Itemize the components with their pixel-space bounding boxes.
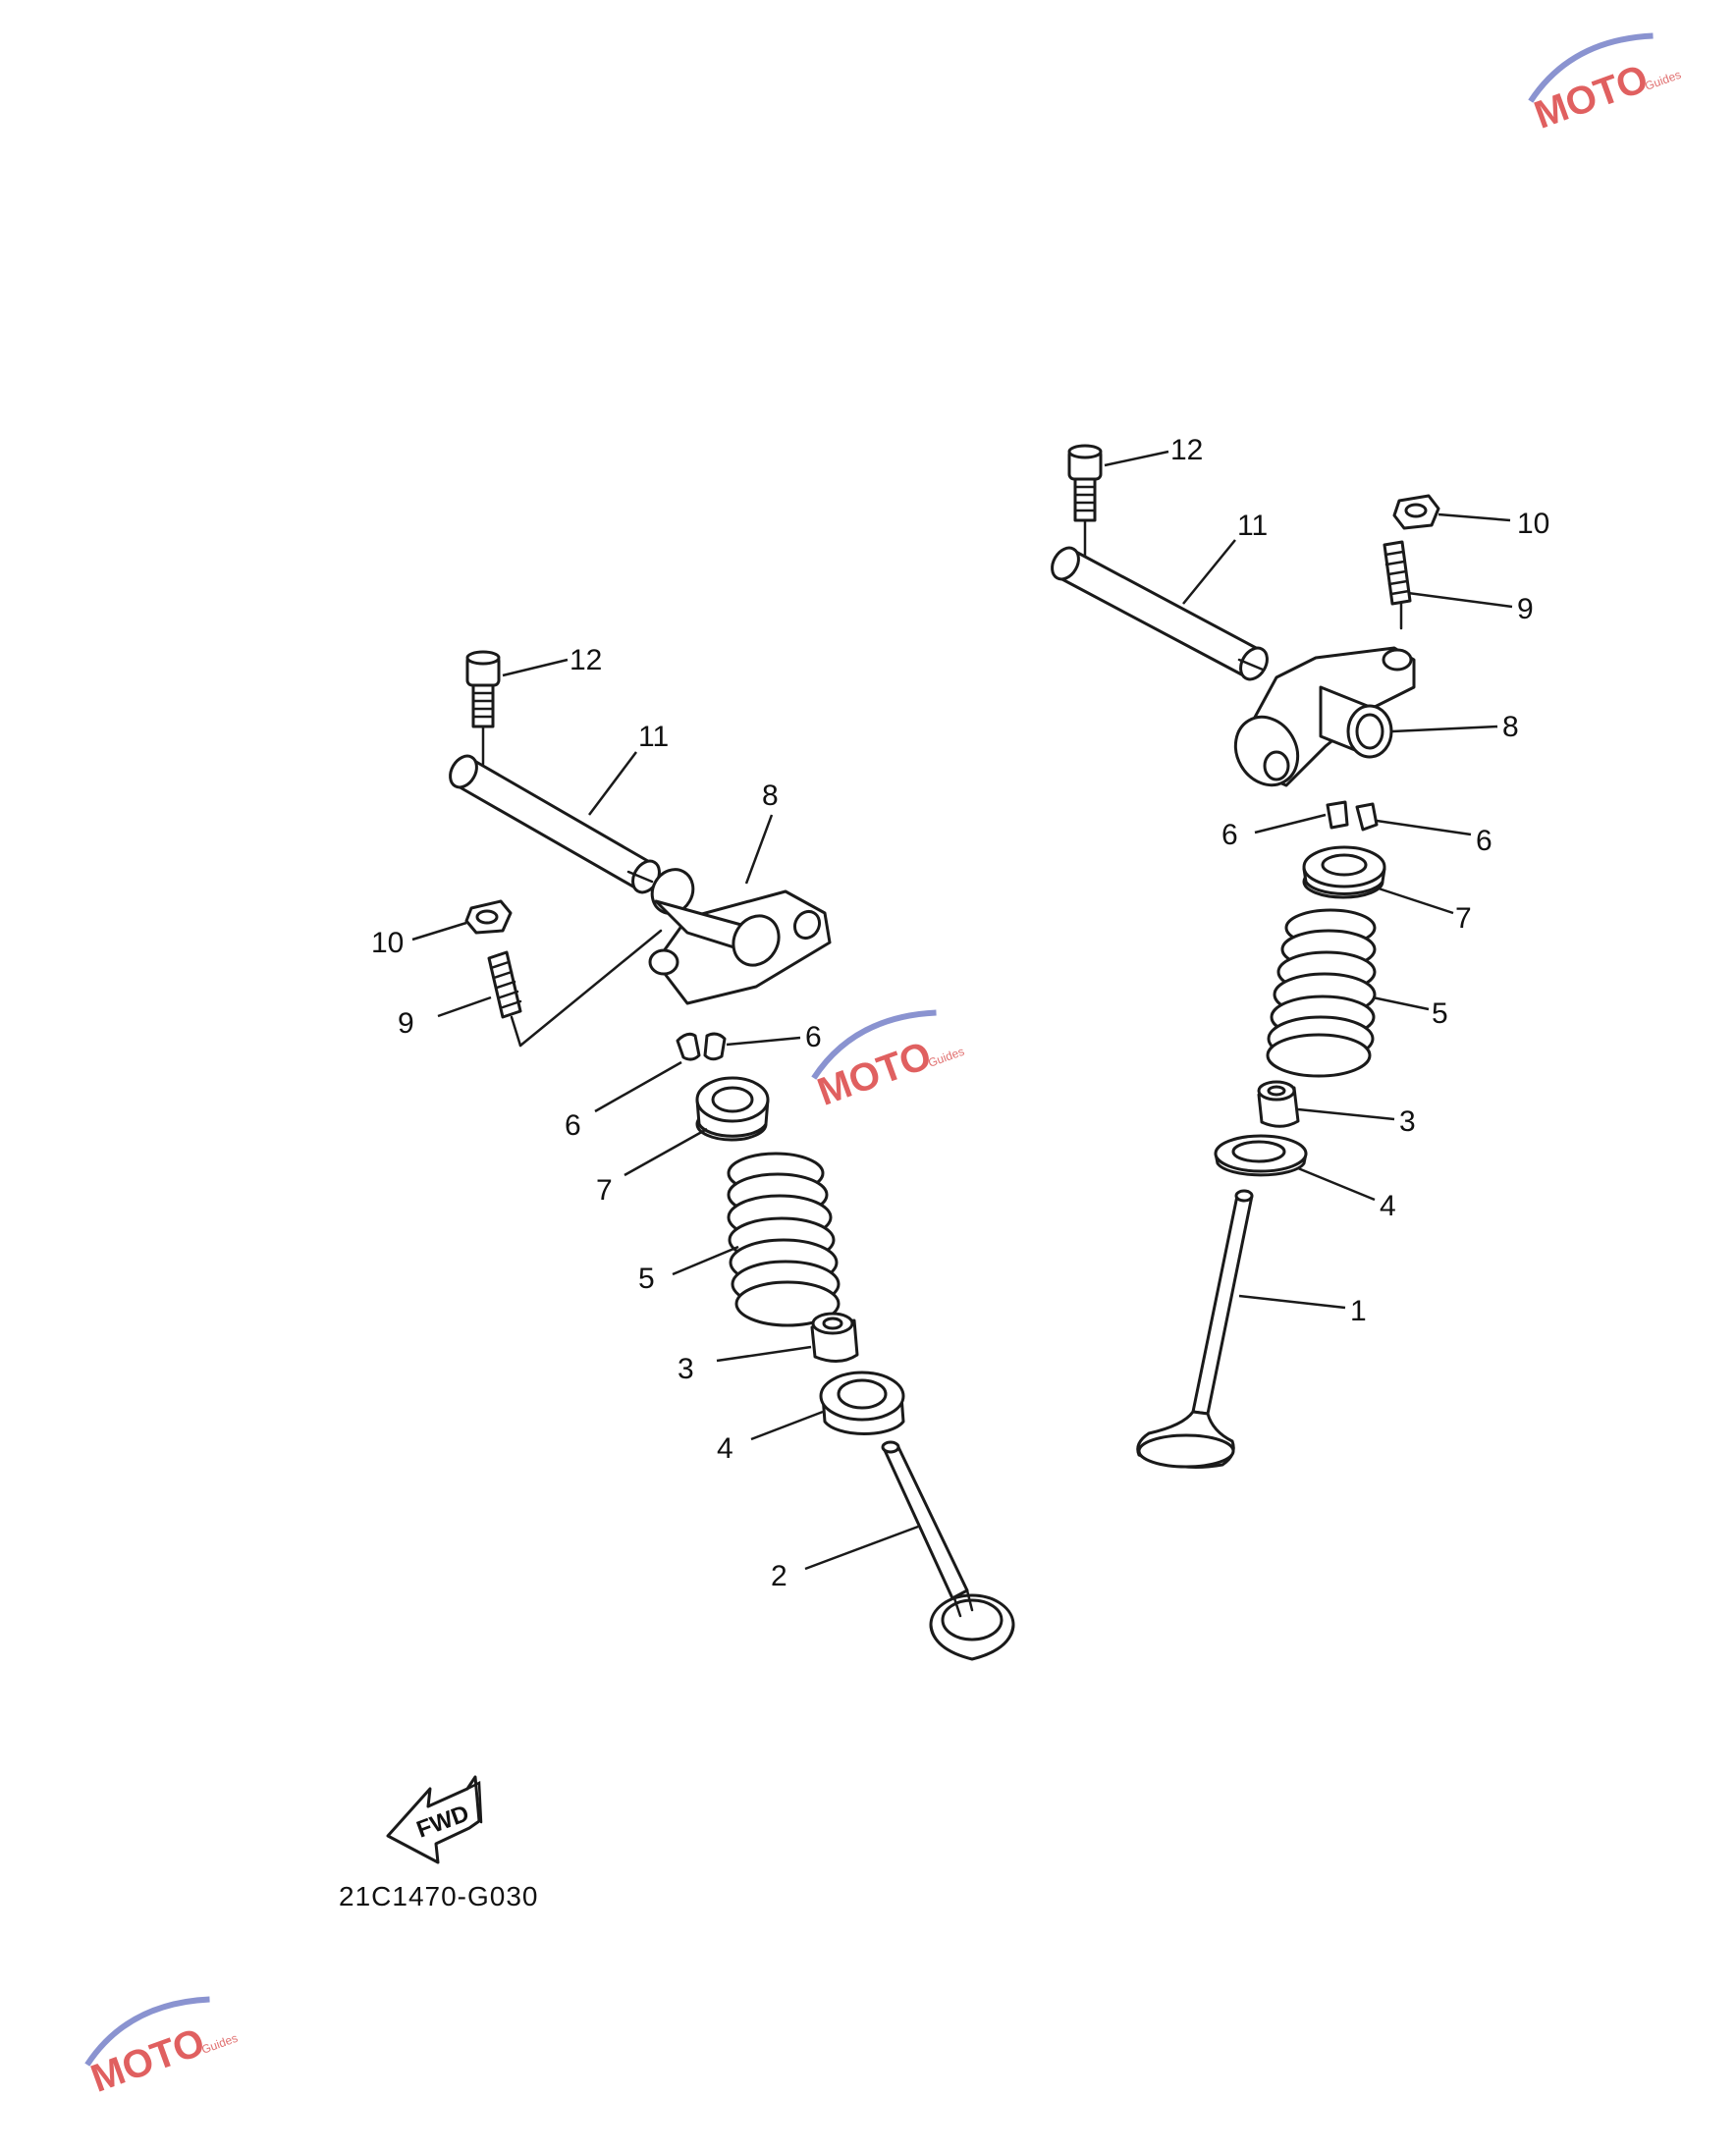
right-spring-seat-4 (1214, 1134, 1308, 1177)
callout-left-8: 8 (762, 780, 779, 812)
right-valve-cotters-6 (1326, 800, 1379, 832)
left-spring-retainer-7 (695, 1076, 770, 1142)
callout-left-11: 11 (638, 721, 669, 753)
watermark-logo-bottom-left: MOTO Guides (84, 1996, 240, 2101)
callout-right-8: 8 (1502, 711, 1519, 743)
svg-text:MOTO: MOTO (812, 1034, 937, 1114)
svg-text:Guides: Guides (1643, 68, 1683, 93)
right-valve-spring-5 (1266, 908, 1377, 1078)
watermark-logo-center: MOTO Guides (811, 1009, 966, 1114)
left-bolt-12 (465, 650, 501, 766)
left-adjust-screw-9 (487, 950, 522, 1048)
callout-right-10: 10 (1517, 508, 1549, 540)
left-valve-stem-seal-3 (810, 1312, 859, 1363)
callout-right-11: 11 (1237, 510, 1268, 542)
callout-left-5: 5 (638, 1263, 655, 1295)
watermark-logo-top-right: MOTO Guides (1528, 32, 1683, 137)
callout-right-7: 7 (1455, 902, 1472, 935)
callout-right-1: 1 (1350, 1295, 1367, 1327)
left-rocker-shaft-11 (449, 754, 661, 894)
callout-left-6b: 6 (565, 1109, 581, 1142)
right-valve-assembly: 12 11 10 9 (1051, 434, 1549, 1469)
callout-left-10: 10 (371, 927, 404, 959)
svg-text:Guides: Guides (199, 2031, 240, 2057)
left-valve-spring-5 (727, 1152, 841, 1327)
right-spring-retainer-7 (1302, 845, 1386, 899)
callout-left-12: 12 (570, 644, 602, 676)
left-spring-seat-4 (819, 1371, 905, 1436)
right-valve-1 (1136, 1189, 1254, 1469)
callout-right-9: 9 (1517, 593, 1534, 625)
right-nut-10 (1392, 494, 1440, 530)
svg-text:Guides: Guides (926, 1045, 966, 1070)
diagram-part-code: 21C1470-G030 (339, 1881, 538, 1911)
callout-right-3: 3 (1399, 1105, 1416, 1138)
svg-text:MOTO: MOTO (1529, 57, 1654, 137)
callout-right-5: 5 (1432, 997, 1448, 1030)
right-rocker-arm-8 (1233, 646, 1416, 787)
svg-text:MOTO: MOTO (85, 2020, 210, 2101)
left-valve-2 (881, 1440, 1015, 1661)
callout-right-6b: 6 (1476, 825, 1492, 857)
callout-left-7: 7 (596, 1174, 613, 1207)
callout-right-4: 4 (1380, 1190, 1396, 1222)
left-valve-assembly: 12 11 8 10 (371, 644, 1015, 1661)
callout-left-9: 9 (398, 1007, 414, 1040)
right-valve-stem-seal-3 (1257, 1080, 1300, 1128)
left-nut-10 (464, 899, 513, 935)
callout-left-3: 3 (678, 1353, 694, 1385)
right-adjust-screw-9 (1383, 540, 1412, 630)
forward-direction-arrow: FWD (386, 1775, 483, 1864)
right-bolt-12 (1067, 444, 1103, 558)
callout-left-6a: 6 (805, 1021, 822, 1053)
callout-left-4: 4 (717, 1432, 733, 1465)
callout-left-2: 2 (771, 1560, 787, 1592)
left-rocker-arm-8 (648, 868, 832, 1005)
right-rocker-shaft-11 (1051, 546, 1269, 681)
callout-right-12: 12 (1170, 434, 1203, 466)
left-valve-cotters-6 (676, 1032, 727, 1061)
callout-right-6a: 6 (1221, 819, 1238, 851)
